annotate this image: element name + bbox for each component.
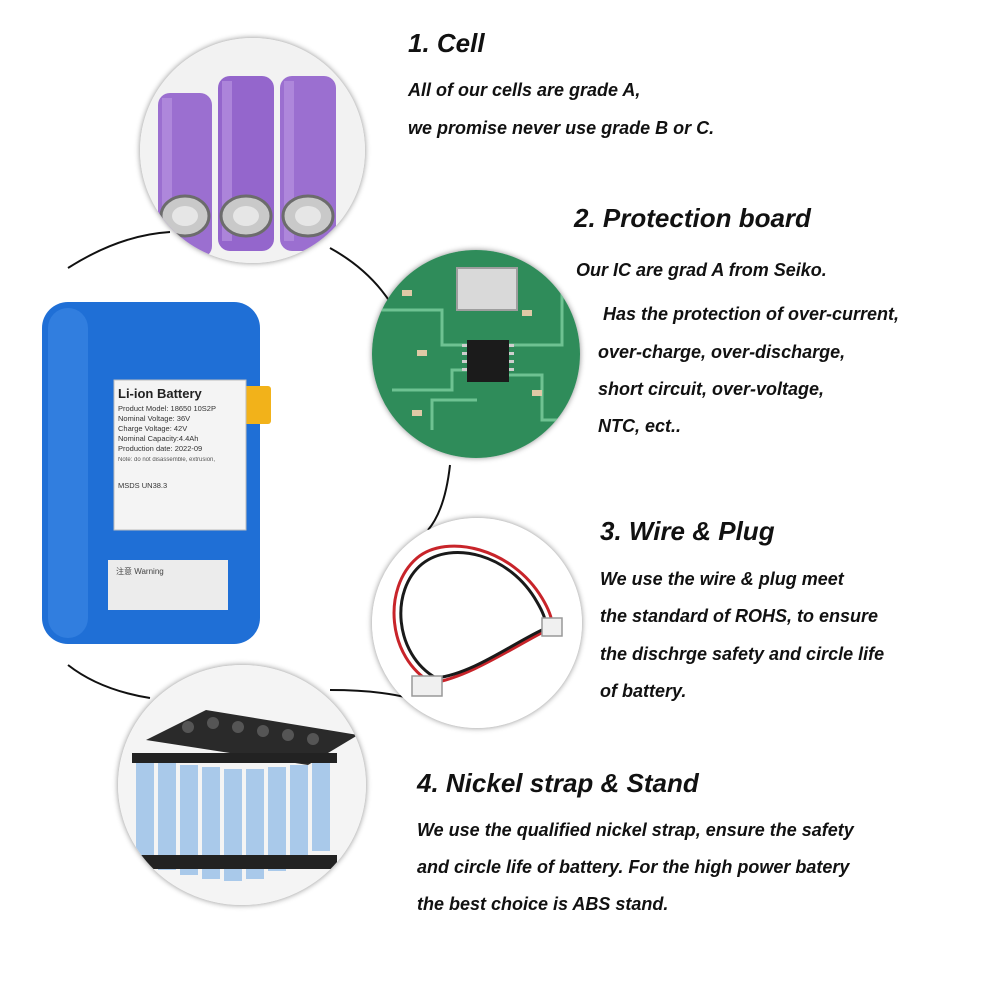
battery-pack: Li-ion Battery Product Model: 18650 10S2… — [38, 298, 278, 648]
section-protection-line-3: over-charge, over-discharge, — [598, 342, 846, 362]
section-wire-line-4: of battery. — [600, 681, 687, 701]
section-protection-line-2: Has the protection of over-current, — [603, 304, 900, 324]
battery-pack-icon — [42, 302, 271, 644]
cell-stand-icon — [118, 665, 366, 905]
section-nickel-line-2: and circle life of battery. For the high… — [417, 857, 850, 877]
section-protection-line-5: NTC, ect.. — [598, 416, 682, 436]
section-heading-wire-plug: 3. Wire & Plug — [600, 516, 775, 546]
section-cell-line-2: we promise never use grade B or C. — [408, 118, 715, 138]
nickel-strap-stand-photo — [118, 665, 366, 905]
battery-spec-production-date: Production date: 2022-09 — [118, 444, 203, 453]
wire-plug-photo — [372, 518, 582, 728]
wire-plug-icon — [372, 518, 582, 728]
section-wire-line-3: the dischrge safety and circle life — [600, 644, 885, 664]
section-heading-protection-board: 2. Protection board — [574, 203, 811, 233]
section-heading-nickel-strap: 4. Nickel strap & Stand — [417, 768, 699, 798]
section-nickel-line-3: the best choice is ABS stand. — [417, 894, 669, 914]
section-protection-line-4: short circuit, over-voltage, — [598, 379, 825, 399]
battery-label-footer: MSDS UN38.3 — [118, 481, 168, 490]
section-nickel-line-1: We use the qualified nickel strap, ensur… — [417, 820, 854, 840]
battery-spec-charge-voltage: Charge Voltage: 42V — [118, 424, 188, 433]
section-wire-line-2: the standard of ROHS, to ensure — [600, 606, 879, 626]
battery-spec-model: Product Model: 18650 10S2P — [118, 404, 216, 413]
section-protection-line-1: Our IC are grad A from Seiko. — [576, 260, 827, 280]
section-wire-line-1: We use the wire & plug meet — [600, 569, 844, 589]
battery-label-note: Note: do not disassemble, extrusion, — [118, 457, 216, 463]
battery-spec-nominal-voltage: Nominal Voltage: 36V — [118, 414, 191, 423]
section-cell-line-1: All of our cells are grade A, — [408, 80, 641, 100]
cylindrical-cells-icon — [140, 38, 365, 263]
battery-warning-label: 注意 Warning — [116, 567, 164, 576]
protection-board-photo — [372, 250, 580, 458]
battery-label-title: Li-ion Battery — [118, 386, 202, 401]
circuit-board-icon — [372, 250, 580, 458]
section-heading-cell: 1. Cell — [408, 28, 485, 58]
cells-photo — [140, 38, 365, 263]
battery-spec-capacity: Nominal Capacity:4.4Ah — [118, 434, 199, 443]
